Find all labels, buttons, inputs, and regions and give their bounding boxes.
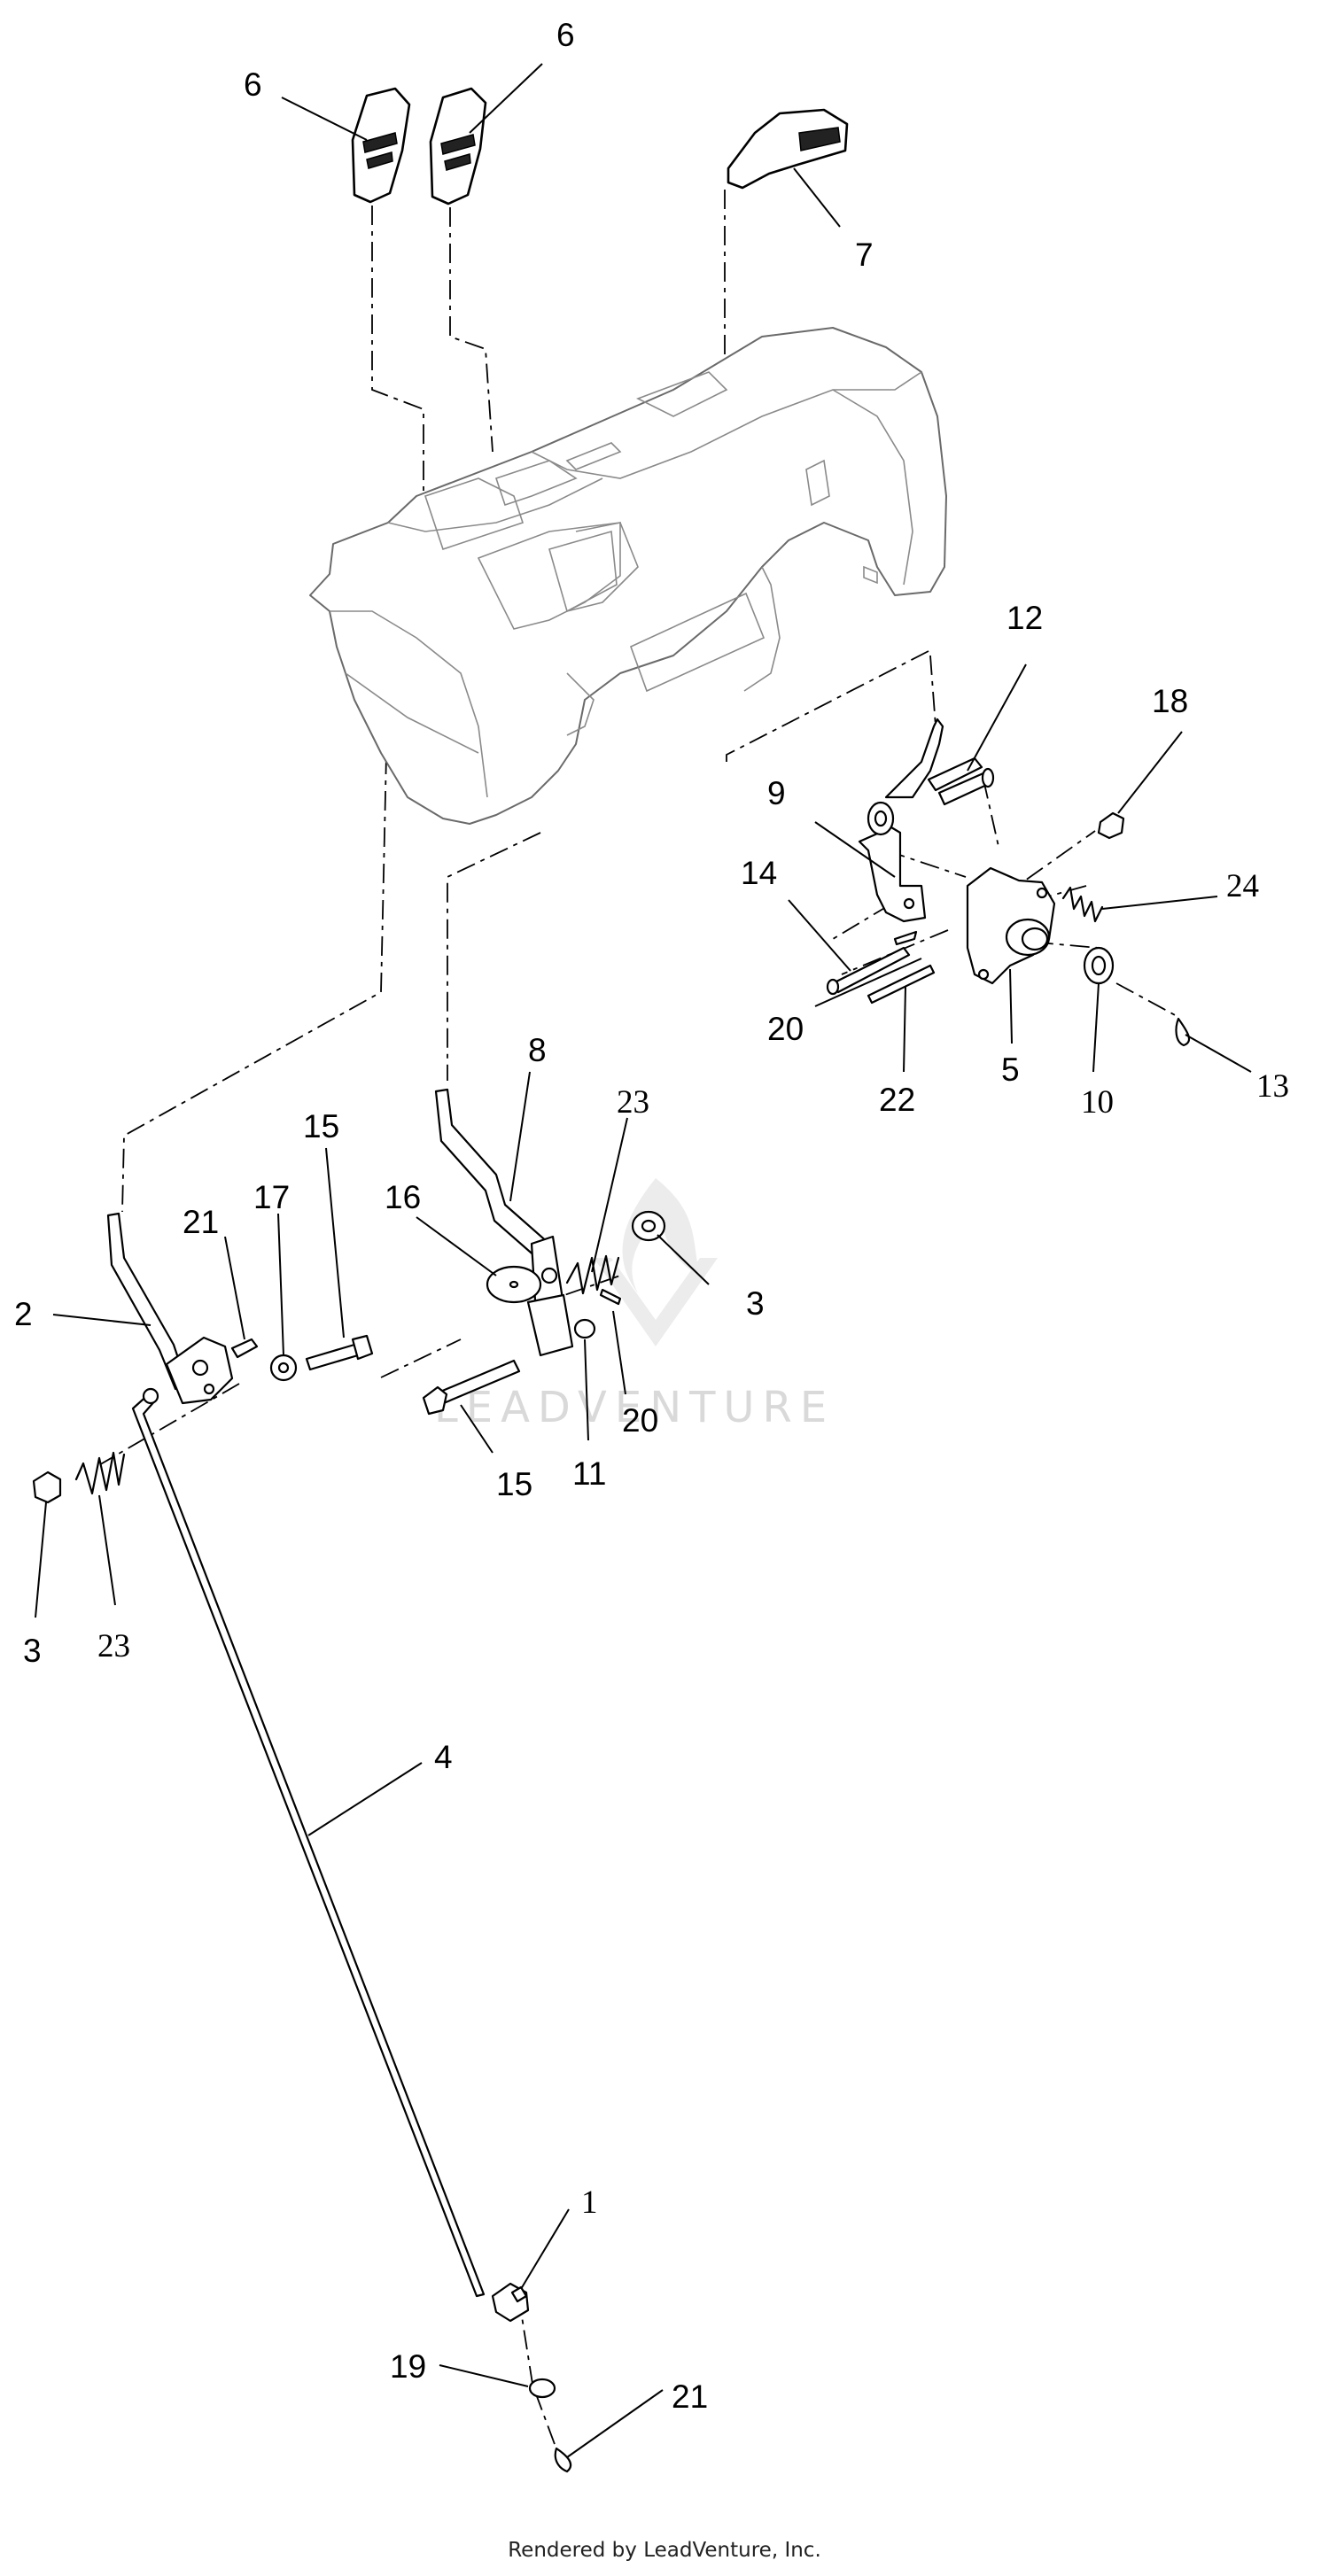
knob-left: [351, 87, 411, 204]
callout-7: 7: [855, 237, 874, 273]
callout-8: 8: [528, 1032, 547, 1068]
callout-16: 16: [385, 1179, 421, 1215]
callout-17: 17: [253, 1179, 290, 1215]
watermark: LEADVENTURE: [434, 1178, 835, 1432]
rod-4: [131, 1387, 486, 2298]
callout-5: 5: [1001, 1051, 1020, 1088]
callout-6b: 6: [556, 17, 575, 53]
callout-12: 12: [1006, 600, 1043, 636]
lever-left: [32, 1212, 374, 1504]
callout-15a: 15: [303, 1108, 339, 1144]
callout-14: 14: [741, 855, 777, 891]
callout-10: 10: [1081, 1084, 1114, 1121]
lever-middle: [422, 1088, 666, 1416]
watermark-text: LEADVENTURE: [434, 1383, 835, 1432]
callout-23a: 23: [617, 1084, 649, 1121]
leader-lines: [35, 63, 1252, 2458]
callout-2: 2: [14, 1296, 33, 1332]
footer-credit: Rendered by LeadVenture, Inc.: [508, 2539, 821, 2562]
callout-4: 4: [434, 1739, 453, 1775]
callout-1: 1: [581, 2184, 598, 2221]
callout-3b: 3: [23, 1633, 42, 1669]
callout-18: 18: [1152, 683, 1188, 719]
callout-9: 9: [767, 775, 786, 811]
knob-middle: [429, 87, 487, 206]
callout-21b: 21: [672, 2378, 708, 2415]
knob-right: [727, 108, 849, 190]
callout-20b: 20: [622, 1402, 658, 1439]
callouts: 6 6 7 12 18 9 24 14 20 22 5 10 13 8 23 1…: [14, 17, 1289, 2415]
watermark-logo-icon: [594, 1178, 718, 1346]
console-housing: [309, 327, 947, 825]
callout-21a: 21: [183, 1204, 219, 1240]
callout-22: 22: [879, 1082, 915, 1118]
callout-20a: 20: [767, 1011, 804, 1047]
linkage-right: [826, 718, 1191, 1047]
callout-24: 24: [1226, 868, 1259, 904]
callout-23b: 23: [97, 1628, 130, 1664]
callout-6a: 6: [244, 66, 262, 103]
bottom-hardware: [491, 2282, 572, 2473]
callout-15b: 15: [496, 1466, 532, 1502]
callout-13: 13: [1256, 1068, 1289, 1105]
callout-19: 19: [390, 2348, 426, 2385]
callout-11: 11: [572, 1455, 606, 1492]
callout-3a: 3: [746, 1285, 765, 1322]
